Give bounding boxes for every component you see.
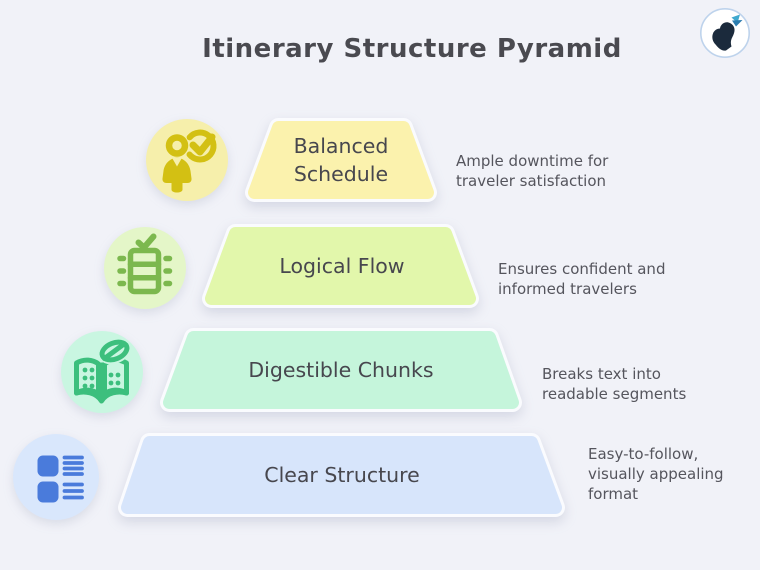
pyramid-level-3-shape	[160, 328, 522, 412]
list-layout-icon	[13, 434, 99, 520]
pyramid-level-1-label: Balanced Schedule	[293, 134, 389, 186]
pyramid-level-4-label: Clear Structure	[264, 463, 420, 488]
pyramid-level-2-shape	[202, 224, 479, 308]
pyramid-level-3-label: Digestible Chunks	[248, 358, 434, 383]
page-title: Itinerary Structure Pyramid	[202, 34, 622, 64]
pyramid-level-1-description: Ample downtime for traveler satisfaction	[456, 152, 609, 190]
pyramid-level-1-shape	[245, 118, 437, 202]
pyramid-level-3-description: Breaks text into readable segments	[542, 365, 687, 403]
pyramid-level-4-shape	[118, 433, 565, 517]
pyramid-level-4-description: Easy-to-follow, visually appealing forma…	[588, 445, 724, 503]
pyramid-level-2-description: Ensures confident and informed travelers	[498, 260, 666, 298]
pyramid-level-2-label: Logical Flow	[279, 254, 405, 279]
person-check-icon	[146, 119, 228, 201]
open-book-leaf-icon	[61, 331, 143, 413]
butterfly-head-logo-icon	[699, 7, 751, 59]
agenda-check-icon	[104, 227, 186, 309]
